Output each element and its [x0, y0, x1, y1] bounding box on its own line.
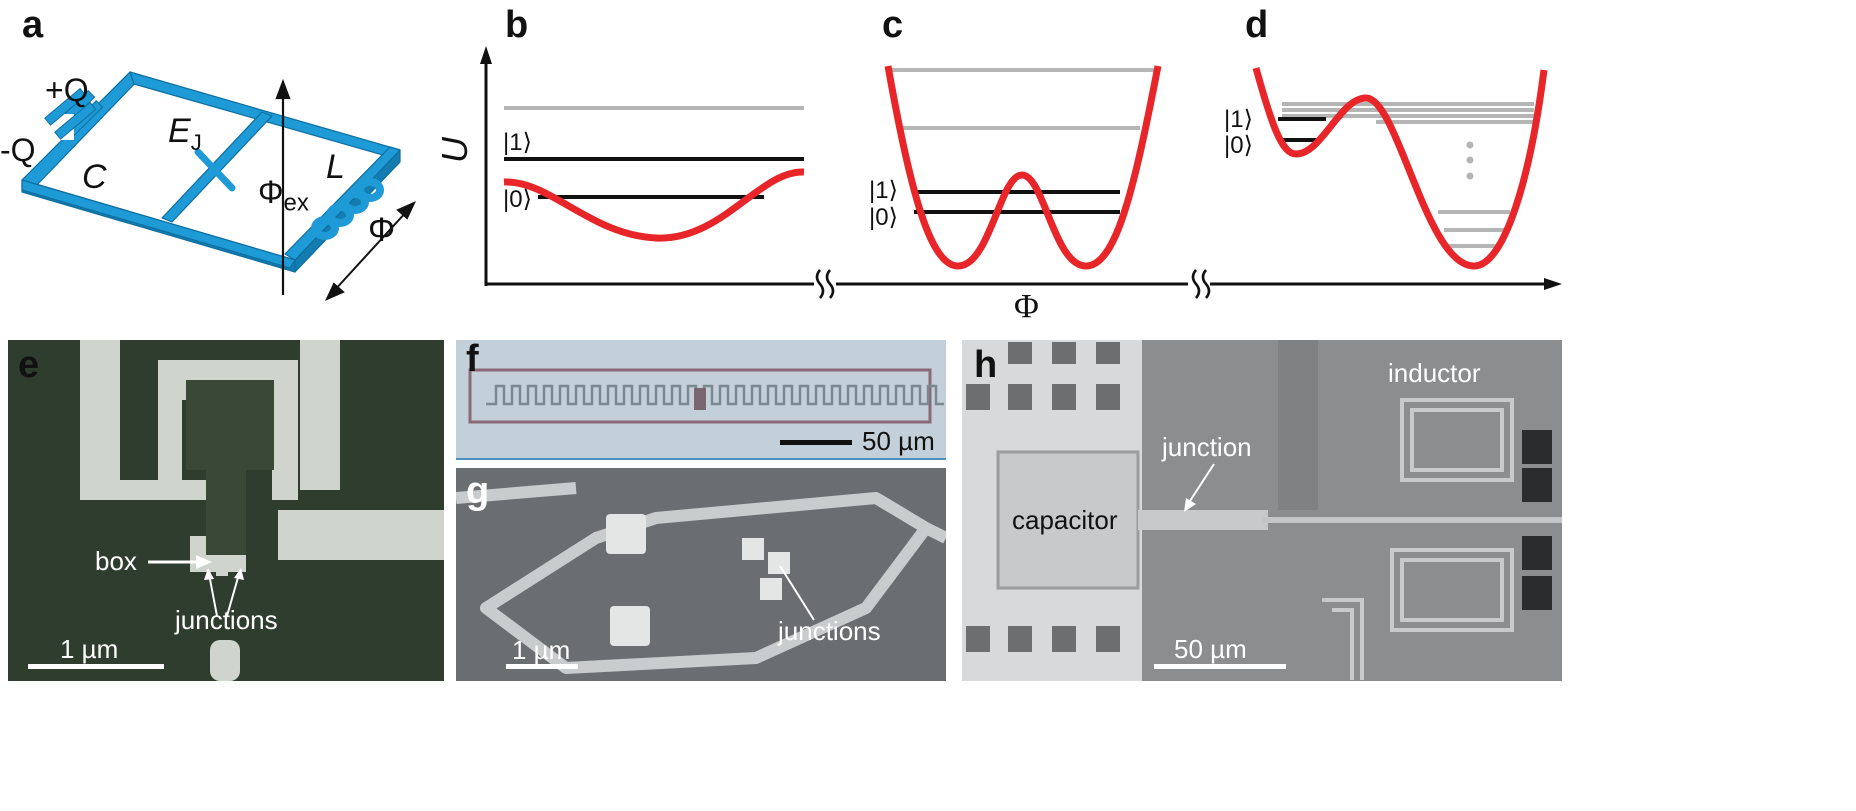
junction-arrow-h	[1184, 463, 1215, 512]
charge-minus-label: -Q	[0, 132, 36, 168]
state-one-label-d: |1⟩	[1224, 106, 1253, 133]
capacitor-pad	[996, 450, 1140, 590]
panel-label-d: d	[1245, 4, 1269, 46]
box-label: box	[95, 546, 137, 576]
region-right-a	[1278, 340, 1318, 510]
flux-axis-label: Φ	[1014, 288, 1039, 325]
state-one-label-c: |1⟩	[869, 177, 898, 204]
ellipsis-dot-3	[1466, 172, 1474, 180]
scale-bar-h	[1154, 664, 1286, 669]
junction-arrows-e	[204, 568, 244, 617]
state-zero-label-d: |0⟩	[1224, 132, 1253, 159]
external-flux-symbol: Φ	[258, 174, 284, 210]
axis-break-marks	[815, 269, 1211, 299]
josephson-energy-symbol: E	[168, 112, 191, 150]
junction-arrow-g	[779, 565, 815, 621]
potential-curve-c	[884, 65, 1162, 270]
capacitor-label: capacitor	[1012, 505, 1118, 535]
panel-label-h: h	[974, 344, 998, 386]
panel-label-g: g	[466, 470, 490, 512]
junction-pad-f	[694, 388, 706, 410]
panel-label-b: b	[505, 4, 529, 46]
state-zero-label-b: |0⟩	[503, 186, 532, 213]
panel-label-f: f	[466, 338, 479, 380]
josephson-energy-label: EJ	[168, 114, 202, 154]
micrograph-h	[962, 340, 1562, 681]
inductor-label: inductor	[1388, 358, 1481, 388]
panel-label-c: c	[882, 4, 904, 46]
scale-label-e: 1 µm	[60, 634, 119, 664]
panel-label-e: e	[18, 344, 40, 386]
scale-bar-g	[506, 664, 578, 669]
potential-axes	[480, 46, 1562, 290]
micrograph-g	[456, 468, 946, 681]
circuit-wire-bottom	[21, 179, 296, 269]
potential-curve-d	[1252, 67, 1548, 270]
box-arrow	[148, 555, 212, 569]
scale-label-h: 50 µm	[1174, 634, 1247, 664]
state-zero-label-c: |0⟩	[869, 204, 898, 231]
capacitor-symbol	[44, 87, 104, 140]
panel-label-a: a	[22, 4, 44, 46]
scale-label-g: 1 µm	[512, 635, 571, 665]
phi-ex-arrow	[275, 78, 291, 295]
capacitance-label: C	[82, 158, 107, 196]
inductor-pads	[1522, 430, 1552, 610]
lead-strip	[1138, 510, 1268, 530]
junctions-label-e: junctions	[175, 605, 278, 635]
sem-pads-g	[606, 514, 790, 646]
josephson-junction-symbol	[194, 148, 236, 192]
potential-energy-diagrams	[480, 46, 1562, 299]
potential-curve-b	[503, 168, 805, 242]
scale-bar-f	[780, 440, 852, 445]
resonator-trench	[468, 368, 932, 424]
inductor-symbol	[311, 178, 384, 240]
scale-label-f: 50 µm	[862, 426, 935, 456]
ground-plane-holes	[966, 342, 1120, 652]
inductance-label: L	[326, 148, 345, 186]
external-flux-subscript: ex	[283, 189, 309, 217]
charge-plus-label: +Q	[45, 72, 89, 108]
external-flux-label: Φex	[258, 176, 309, 215]
phi-arrow	[324, 201, 417, 301]
electrode-core-e	[186, 380, 274, 555]
potential-axis-label: U	[434, 137, 475, 163]
scale-bar-e	[28, 664, 164, 669]
ellipsis-dot-1	[1466, 141, 1474, 149]
flux-label: Φ	[368, 211, 396, 249]
circuit-diagram	[21, 71, 417, 301]
ellipsis-dot-2	[1466, 156, 1474, 164]
state-one-label-b: |1⟩	[503, 129, 532, 156]
meander-line	[486, 384, 944, 406]
inductor-structure	[1322, 398, 1514, 680]
micrograph-e	[8, 340, 444, 681]
micrograph-f	[456, 340, 946, 460]
junctions-label-g: junctions	[778, 616, 881, 646]
junction-label-h: junction	[1162, 432, 1252, 462]
josephson-energy-subscript: J	[190, 129, 202, 155]
